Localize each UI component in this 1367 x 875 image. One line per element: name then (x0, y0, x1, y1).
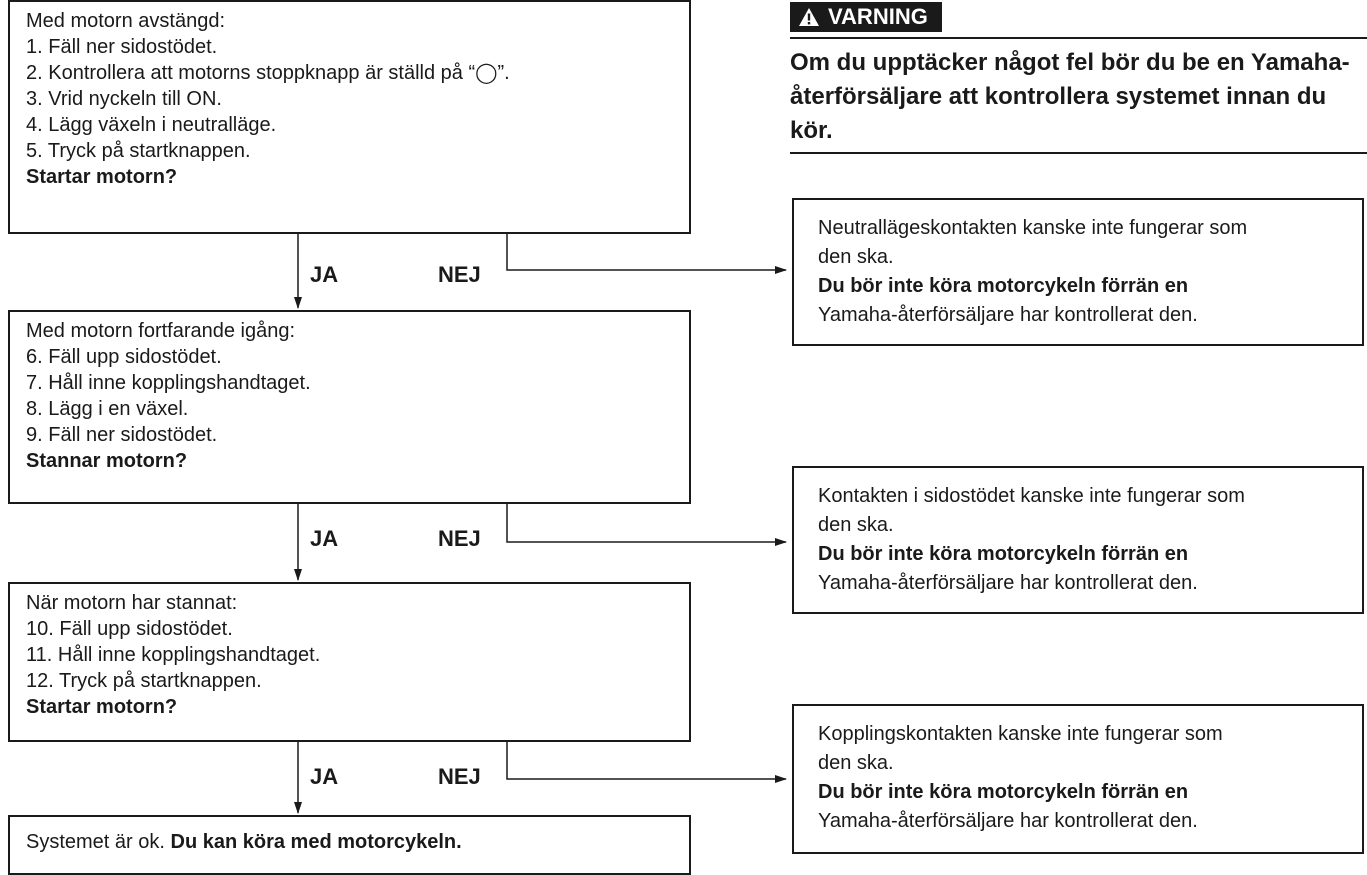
step-item: 9. Fäll ner sidostödet. (26, 424, 218, 446)
step-heading: När motorn har stannat: (26, 592, 238, 614)
step-item: 6. Fäll upp sidostödet. (26, 346, 222, 368)
result-line: Kopplingskontakten kanske inte fungerar … (818, 723, 1223, 745)
warning-rule (790, 37, 1367, 39)
step-item: 8. Lägg i en växel. (26, 398, 189, 420)
result-warning-line: Du bör inte köra motorcykeln förrän en (818, 275, 1189, 297)
yes-label: JA (310, 764, 339, 789)
warning-badge: VARNING (790, 2, 942, 32)
final-text: Systemet är ok. Du kan köra med motorcyk… (26, 829, 679, 855)
final-box: Systemet är ok. Du kan köra med motorcyk… (8, 815, 691, 875)
step-item: 11. Håll inne kopplingshandtaget. (26, 644, 321, 666)
no-arrow-3 (506, 742, 787, 783)
warning-icon (799, 8, 819, 26)
result-box-3: Kopplingskontakten kanske inte fungerar … (792, 704, 1364, 854)
warning-text: Om du upptäcker något fel bör du be en Y… (790, 49, 1350, 144)
step-item: 3. Vrid nyckeln till ON. (26, 88, 222, 110)
result-warning-line: Du bör inte köra motorcykeln förrän en (818, 543, 1189, 565)
result-box-2: Kontakten i sidostödet kanske inte funge… (792, 466, 1364, 614)
warning-block: VARNING Om du upptäcker något fel bör du… (790, 2, 1367, 154)
yes-label: JA (310, 526, 339, 551)
no-label: NEJ (438, 764, 481, 789)
step-box-2: Med motorn fortfarande igång: 6. Fäll up… (8, 310, 691, 504)
step-box-1: Med motorn avstängd: 1. Fäll ner sidostö… (8, 0, 691, 234)
step-item: 1. Fäll ner sidostödet. (26, 36, 218, 58)
result-box-1: Neutrallägeskontakten kanske inte funger… (792, 198, 1364, 346)
final-plain: Systemet är ok. (26, 831, 171, 853)
step-item: 12. Tryck på startknappen. (26, 670, 262, 692)
no-arrow-1 (506, 234, 787, 274)
step-item: 5. Tryck på startknappen. (26, 140, 251, 162)
result-line: den ska. (818, 514, 894, 536)
no-label: NEJ (438, 526, 481, 551)
result-line: Yamaha-återförsäljare har kontrollerat d… (818, 572, 1198, 594)
final-bold: Du kan köra med motorcykeln. (170, 831, 462, 853)
result-line: Kontakten i sidostödet kanske inte funge… (818, 485, 1245, 507)
step-question: Stannar motorn? (26, 450, 188, 472)
yes-label: JA (310, 262, 339, 287)
step-box-3: När motorn har stannat: 10. Fäll upp sid… (8, 582, 691, 742)
no-arrow-2 (506, 504, 787, 546)
result-line: Yamaha-återförsäljare har kontrollerat d… (818, 304, 1198, 326)
step-item: 7. Håll inne kopplingshandtaget. (26, 372, 311, 394)
warning-bottom-rule (790, 152, 1367, 154)
step-item: 2. Kontrollera att motorns stoppknapp är… (26, 62, 510, 84)
step-question: Startar motorn? (26, 696, 178, 718)
result-line: Neutrallägeskontakten kanske inte funger… (818, 217, 1248, 239)
result-line: den ska. (818, 246, 894, 268)
step-item: 10. Fäll upp sidostödet. (26, 618, 233, 640)
step-question: Startar motorn? (26, 166, 178, 188)
result-warning-line: Du bör inte köra motorcykeln förrän en (818, 781, 1189, 803)
step-heading: Med motorn avstängd: (26, 10, 225, 32)
no-label: NEJ (438, 262, 481, 287)
result-line: den ska. (818, 752, 894, 774)
result-line: Yamaha-återförsäljare har kontrollerat d… (818, 810, 1198, 832)
step-heading: Med motorn fortfarande igång: (26, 320, 296, 342)
warning-title: VARNING (828, 4, 928, 29)
step-item: 4. Lägg växeln i neutralläge. (26, 114, 277, 136)
